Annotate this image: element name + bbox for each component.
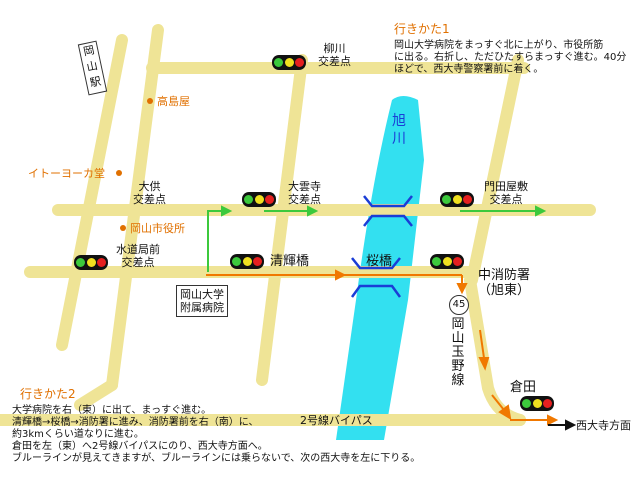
route2-line-kurata — [491, 394, 505, 411]
route2-arrow-3 — [478, 357, 490, 371]
route2-line: 大学病院を右（東）に出て、まっすぐ進む。 — [12, 405, 212, 416]
saidaiji-arrow-head — [565, 419, 577, 431]
road-vertical-takashimaya — [106, 24, 164, 391]
road-south-branch — [74, 379, 118, 411]
route2-description: 大学病院を右（東）に出て、まっすぐ進む。 清輝橋→桜橋→消防署に進み、消防署前を… — [12, 405, 420, 465]
road-vertical-monden — [466, 54, 524, 286]
route1-line: に出る。右折し、ただひたすらまっすぐ進む。40分 — [394, 52, 627, 63]
daiku-intersection-label: 大供 交差点 — [133, 180, 166, 206]
route2-line: 倉田を左（東）へ2号線バイパスにのり、西大寺方面へ。 — [12, 441, 268, 452]
traffic-light-icon-monden — [440, 192, 474, 207]
traffic-light-icon-suidou — [74, 255, 108, 270]
route-45-marker: 45 — [449, 295, 469, 315]
road-okayama-tamano — [464, 274, 526, 426]
fire-station-label: 中消防署 （旭東） — [478, 268, 531, 298]
traffic-light-icon-yanagawa — [272, 55, 306, 70]
river-label: 旭川 — [392, 113, 406, 147]
route1-description: 岡山大学病院をまっすぐ北に上がり、市役所筋 に出る。右折し、ただひたすらまっすぐ… — [394, 40, 626, 76]
seiki-bridge-label: 清輝橋 — [270, 254, 310, 269]
route1-line-north — [207, 210, 222, 272]
daiunji-intersection-label: 大雲寺 交差点 — [288, 180, 321, 206]
route2-line-south — [479, 329, 485, 359]
route2-title: 行きかた2 — [20, 387, 76, 401]
okayama-tamano-line-label: 岡山玉野線 — [451, 317, 465, 388]
bridge-mark-lower-2 — [350, 284, 402, 298]
sakura-bridge-label: 桜橋 — [366, 254, 393, 269]
road-vertical-yanagawa — [256, 54, 308, 386]
suidou-intersection-label: 水道局前 交差点 — [116, 243, 160, 269]
route1-arrow-3 — [535, 205, 547, 217]
route2-arrow-1 — [335, 269, 347, 281]
itoyokado-label: イトーヨーカ堂 — [28, 167, 105, 180]
traffic-light-icon-sakura — [430, 254, 464, 269]
bridge-mark-upper-2 — [363, 214, 413, 227]
route1-line: ほどで、西大寺警察署前に着く。 — [394, 64, 544, 75]
kurata-label: 倉田 — [510, 380, 537, 395]
route1-line: 岡山大学病院をまっすぐ北に上がり、市役所筋 — [394, 40, 604, 51]
traffic-light-icon-daiunji — [242, 192, 276, 207]
traffic-light-icon-seiki — [230, 254, 264, 269]
takashimaya-dot — [147, 98, 153, 104]
bypass-label: 2号線バイパス — [300, 414, 373, 427]
saidaiji-label: 西大寺方面 — [576, 419, 631, 432]
route1-title: 行きかた1 — [394, 22, 450, 36]
hospital-box: 岡山大学 附属病院 — [176, 285, 228, 317]
itoyokado-dot — [116, 170, 122, 176]
route2-line: 清輝橋→桜橋→消防署に進み、消防署前を右（南）に、 — [12, 417, 259, 428]
yanagawa-intersection-label: 柳川 交差点 — [318, 42, 351, 68]
route2-line: ブルーラインが見えてきますが、ブルーラインには乗らないで、次の西大寺を左に下りる… — [12, 453, 421, 464]
route2-arrow-2 — [456, 283, 468, 295]
route1-arrow-1 — [221, 205, 233, 217]
bridge-mark-lower-1 — [351, 257, 401, 270]
road-vertical-station-west — [56, 34, 128, 351]
route2-arrow-5 — [547, 414, 559, 426]
traffic-light-icon-kurata — [520, 396, 554, 411]
city-hall-dot — [120, 225, 126, 231]
bridge-mark-upper-1 — [363, 195, 413, 208]
route1-arrow-2 — [307, 205, 319, 217]
route2-arrow-4 — [498, 404, 512, 420]
monden-intersection-label: 門田屋敷 交差点 — [484, 180, 528, 206]
route2-line: 約3kmくらい道なりに進む。 — [12, 429, 144, 440]
city-hall-label: 岡山市役所 — [130, 222, 185, 235]
takashimaya-label: 高島屋 — [157, 95, 190, 108]
